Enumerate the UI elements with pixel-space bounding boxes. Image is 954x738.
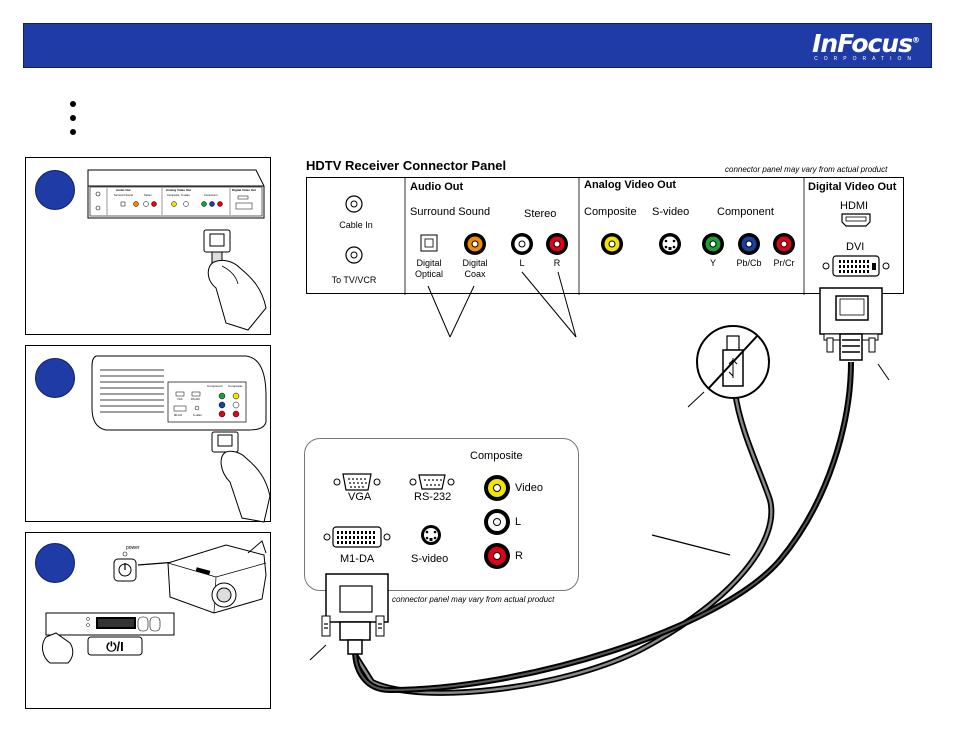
receiver-panel-title: HDTV Receiver Connector Panel xyxy=(306,158,507,173)
m1da-label: M1-DA xyxy=(340,553,375,565)
mini-composite: Composite xyxy=(167,193,180,197)
digital-video-out-title: Digital Video Out xyxy=(808,181,897,193)
infocus-logo: InFocus® xyxy=(812,29,920,58)
rs232-label: RS-232 xyxy=(414,491,452,503)
stereo-right-jack xyxy=(546,233,568,255)
composite-jack xyxy=(601,233,623,255)
proj-mini-svideo: S-video xyxy=(193,413,202,417)
mini-analog-video-out: Analog Video Out xyxy=(166,188,191,192)
component-label: Component xyxy=(717,206,774,218)
stereo-left-jack xyxy=(511,233,533,255)
proj-mini-vga: VGA xyxy=(177,397,183,401)
proj-left-label: L xyxy=(515,516,522,528)
proj-mini-component-label: Component xyxy=(207,384,223,388)
bullet-3 xyxy=(70,129,76,135)
component-pb-jack xyxy=(738,233,760,255)
proj-mini-composite-label: Composite xyxy=(228,384,243,388)
step-1-illustration: Audio Out Analog Video Out Digital Video… xyxy=(87,169,267,331)
component-y-jack xyxy=(702,233,724,255)
surround-sound-label: Surround Sound xyxy=(410,206,491,218)
vga-label: VGA xyxy=(348,491,372,503)
step-2-illustration: Component Composite VGA RS-232 M1-DA S-v… xyxy=(91,355,271,523)
stereo-left-label: L xyxy=(519,258,525,268)
to-tv-label: To TV/VCR xyxy=(331,275,377,285)
digital-coax-label-1: Digital xyxy=(462,258,488,268)
power-symbol-button: ⏻/I xyxy=(106,639,124,654)
step-3-illustration: power ⏻/I xyxy=(42,540,267,664)
m1da-port xyxy=(323,526,391,548)
proj-right-jack xyxy=(484,543,510,569)
component-pr-jack xyxy=(773,233,795,255)
vga-port xyxy=(333,473,381,491)
audio-out-title: Audio Out xyxy=(410,181,464,193)
dvi-jack xyxy=(822,255,890,277)
mini-surround: Surround Sound xyxy=(114,193,133,197)
proj-mini-rs232: RS-232 xyxy=(191,397,200,401)
proj-composite-label: Composite xyxy=(470,450,523,462)
projector-connectors xyxy=(323,473,510,569)
receiver-connectors xyxy=(345,178,890,295)
proj-left-jack xyxy=(484,509,510,535)
step-2-badge xyxy=(35,358,75,398)
bullet-1 xyxy=(70,101,76,107)
composite-label: Composite xyxy=(584,206,637,218)
stereo-right-label: R xyxy=(553,258,561,268)
proj-right-label: R xyxy=(515,550,523,562)
svideo-jack xyxy=(659,233,681,255)
bullet-2 xyxy=(70,115,76,121)
dvi-label: DVI xyxy=(846,241,865,253)
digital-coax-jack xyxy=(464,233,486,255)
cable-in-label: Cable In xyxy=(339,220,373,230)
mini-component: Component xyxy=(204,193,218,197)
component-y-label: Y xyxy=(709,258,717,268)
projector-connector-panel: VGA RS-232 M1-DA S-video Composite Video… xyxy=(304,438,579,591)
proj-svideo-port xyxy=(421,525,441,545)
step-2-panel: Component Composite VGA RS-232 M1-DA S-v… xyxy=(25,345,271,523)
receiver-connector-panel: Cable In To TV/VCR Audio Out Surround So… xyxy=(306,177,904,295)
mini-audio-out: Audio Out xyxy=(116,188,131,192)
hdmi-label: HDMI xyxy=(840,200,869,212)
proj-video-label: Video xyxy=(515,482,543,494)
step-3-panel: power ⏻/I xyxy=(25,532,271,709)
svideo-label: S-video xyxy=(652,206,690,218)
digital-optical-label-1: Digital xyxy=(416,258,442,268)
projector-panel-note: connector panel may vary from actual pro… xyxy=(392,595,555,604)
step-1-panel: Audio Out Analog Video Out Digital Video… xyxy=(25,157,271,335)
component-pb-label: Pb/Cb xyxy=(736,258,762,268)
digital-coax-label-2: Coax xyxy=(464,269,486,279)
dvi-plug-projector xyxy=(321,573,389,655)
step-3-badge xyxy=(35,543,75,583)
proj-svideo-label: S-video xyxy=(411,553,449,565)
receiver-panel-note: connector panel may vary from actual pro… xyxy=(725,165,888,174)
header-bar: InFocus® CORPORATION xyxy=(23,23,932,68)
digital-optical-label-2: Optical xyxy=(414,269,444,279)
step-1-badge xyxy=(35,170,75,210)
dvi-plug-receiver xyxy=(819,287,883,361)
mini-stereo: Stereo xyxy=(144,193,152,197)
proj-video-jack xyxy=(484,475,510,501)
mini-digital-video-out: Digital Video Out xyxy=(232,188,256,192)
analog-video-out-title: Analog Video Out xyxy=(584,179,677,191)
mini-svideo: S-video xyxy=(181,193,190,197)
component-pr-label: Pr/Cr xyxy=(773,258,795,268)
stereo-label: Stereo xyxy=(524,208,557,220)
rs232-port xyxy=(409,474,455,490)
proj-mini-m1da: M1-DA xyxy=(174,413,182,417)
power-label: power xyxy=(126,545,140,551)
logo-subtitle: CORPORATION xyxy=(814,56,917,62)
